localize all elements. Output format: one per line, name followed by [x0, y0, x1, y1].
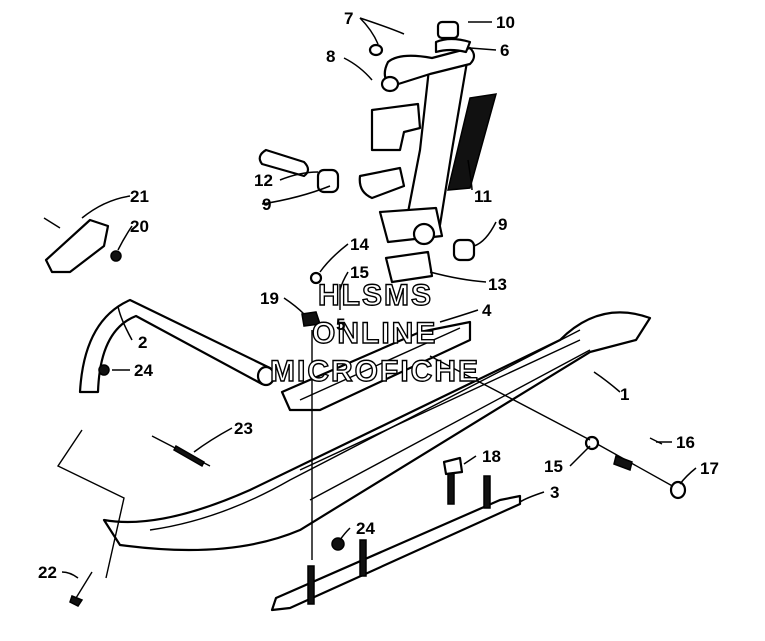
- guide-lines: [56, 330, 591, 579]
- callout-10: 10: [496, 13, 515, 32]
- callout-14: 14: [350, 235, 369, 254]
- callout-8: 8: [326, 47, 335, 66]
- callout-2: 2: [138, 333, 147, 352]
- callouts: 7 10 6 8 12 9 11 9 21 20 14 15 13 19 4 5…: [38, 9, 719, 582]
- callout-24-lower: 24: [356, 519, 375, 538]
- callout-9-right: 9: [498, 215, 507, 234]
- bracket-20-21: [43, 217, 122, 274]
- watermark-line-3: MICROFICHE: [270, 355, 480, 388]
- cap-bolt: [436, 20, 460, 40]
- ski-body: [102, 311, 652, 552]
- watermark: HLSMS ONLINE MICROFICHE: [269, 278, 480, 388]
- ski-loop: [78, 298, 276, 394]
- callout-21: 21: [130, 187, 149, 206]
- callout-4: 4: [482, 301, 492, 320]
- spindle-assembly: [258, 20, 498, 327]
- callout-16: 16: [676, 433, 695, 452]
- callout-22: 22: [38, 563, 57, 582]
- callout-12: 12: [254, 171, 273, 190]
- callout-3: 3: [550, 483, 559, 502]
- watermark-line-1: HLSMS: [318, 279, 433, 312]
- callout-15-top: 15: [350, 263, 369, 282]
- callout-7: 7: [344, 9, 353, 28]
- callout-17: 17: [700, 459, 719, 478]
- callout-6: 6: [500, 41, 509, 60]
- callout-15-bottom: 15: [544, 457, 563, 476]
- bolt-22: [69, 571, 93, 607]
- callout-23: 23: [234, 419, 253, 438]
- callout-18: 18: [482, 447, 501, 466]
- watermark-line-2: ONLINE: [312, 317, 437, 350]
- callout-1: 1: [620, 385, 629, 404]
- callout-11: 11: [474, 187, 492, 206]
- callout-13: 13: [488, 275, 507, 294]
- callout-20: 20: [130, 217, 149, 236]
- leader-lines: [61, 17, 697, 579]
- spindle-bolt: [584, 435, 687, 500]
- callout-9-left: 9: [262, 195, 271, 214]
- callout-5: 5: [336, 315, 345, 334]
- wear-bar: [270, 456, 522, 612]
- callout-19: 19: [260, 289, 279, 308]
- callout-24-upper: 24: [134, 361, 153, 380]
